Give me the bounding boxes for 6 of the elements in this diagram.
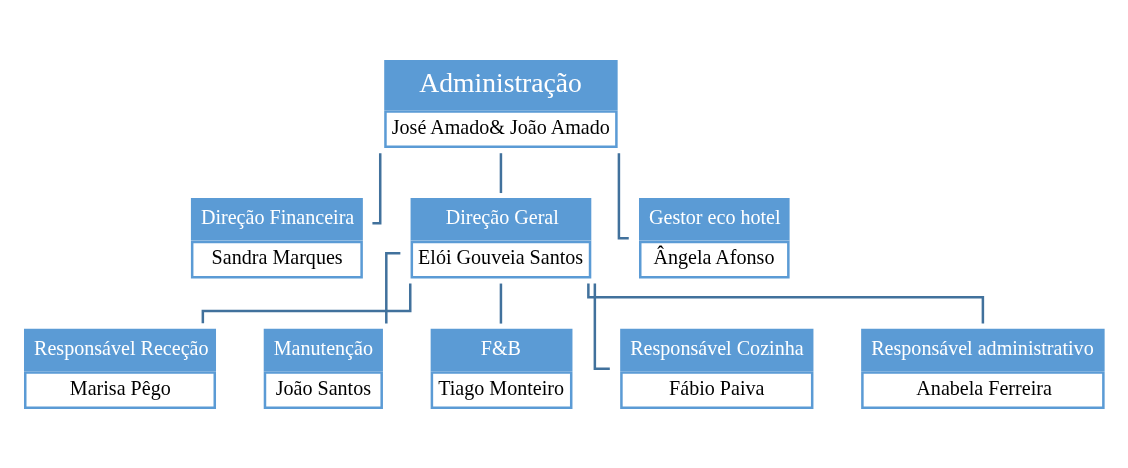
connector — [587, 283, 985, 323]
connector — [617, 152, 629, 240]
connector — [499, 283, 503, 324]
connector — [201, 283, 412, 323]
connector — [372, 152, 382, 224]
connector — [499, 152, 503, 193]
